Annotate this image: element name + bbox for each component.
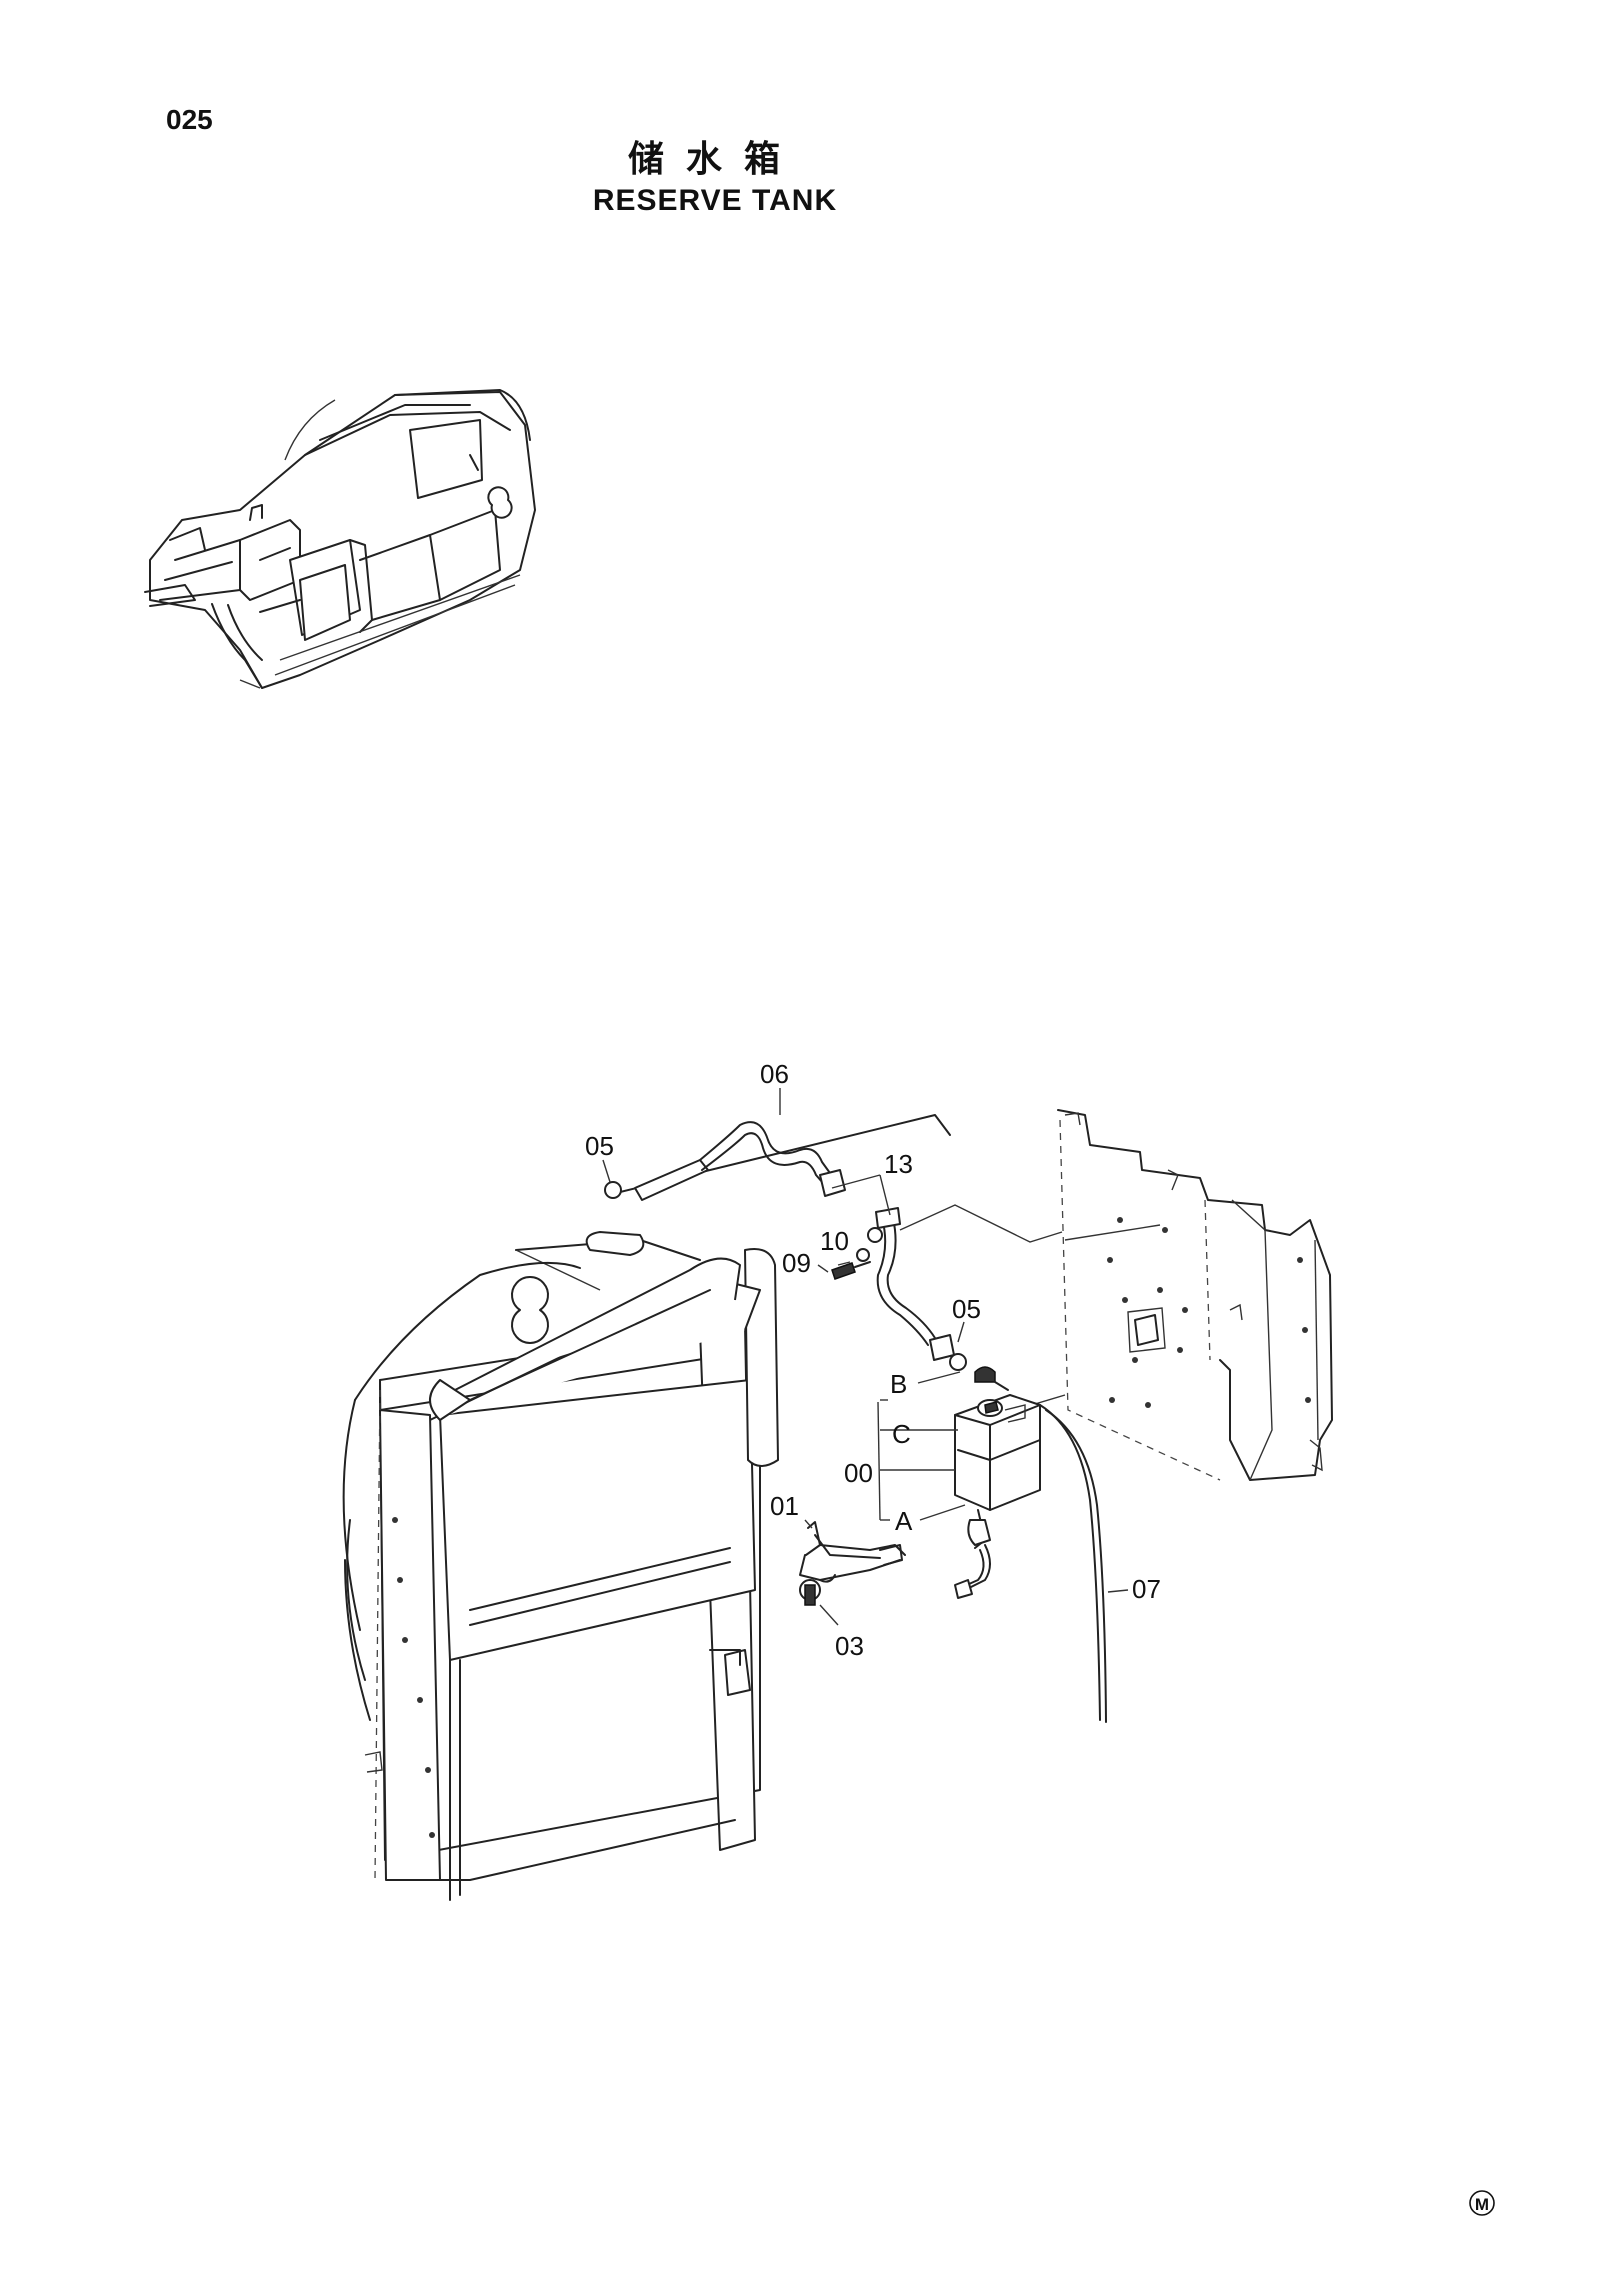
mark-letter: M [1475,2195,1489,2214]
part-callouts: 06 05 13 10 09 05 B C 00 A 01 03 07 [585,1059,1161,1661]
callout-05-upper: 05 [585,1131,614,1161]
reserve-tank-and-hoses [604,1114,1107,1723]
page-title-english: RESERVE TANK [592,184,838,217]
callout-00: 00 [844,1458,873,1488]
radiator-assembly [342,1231,779,1901]
callout-07: 07 [1132,1574,1161,1604]
page-number: 025 [166,104,213,135]
page-title-chinese: 储水箱 [627,139,802,180]
machine-locator-thumbnail [144,389,536,689]
callout-10: 10 [820,1226,849,1256]
callout-05-lower: 05 [952,1294,981,1324]
circled-m-mark: M [1469,2190,1495,2216]
callout-03: 03 [835,1631,864,1661]
leader-lines [602,1088,1129,1626]
callout-09: 09 [782,1248,811,1278]
callout-c: C [892,1419,911,1449]
callout-06: 06 [760,1059,789,1089]
callout-13: 13 [884,1149,913,1179]
callout-01: 01 [770,1491,799,1521]
bracket-panel [899,1109,1333,1481]
callout-a: A [895,1506,913,1536]
callout-b: B [890,1369,907,1399]
